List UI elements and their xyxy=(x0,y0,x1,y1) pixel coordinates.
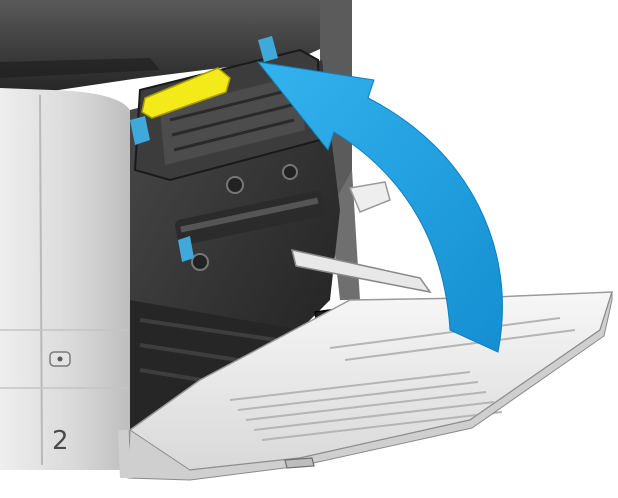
tray-number-label: 2 xyxy=(52,426,69,456)
latch-tab-left xyxy=(130,116,150,145)
tray-handle-icon xyxy=(284,457,315,469)
release-handle-yellow xyxy=(141,67,231,119)
latch-tab-right xyxy=(258,36,278,62)
printer-front-body xyxy=(0,88,132,470)
curved-arrow-icon xyxy=(256,61,503,353)
roller-assembly xyxy=(175,164,391,271)
indicator-icon xyxy=(49,351,71,367)
door-ribs xyxy=(229,317,576,441)
paper-guide-arm xyxy=(290,249,432,294)
